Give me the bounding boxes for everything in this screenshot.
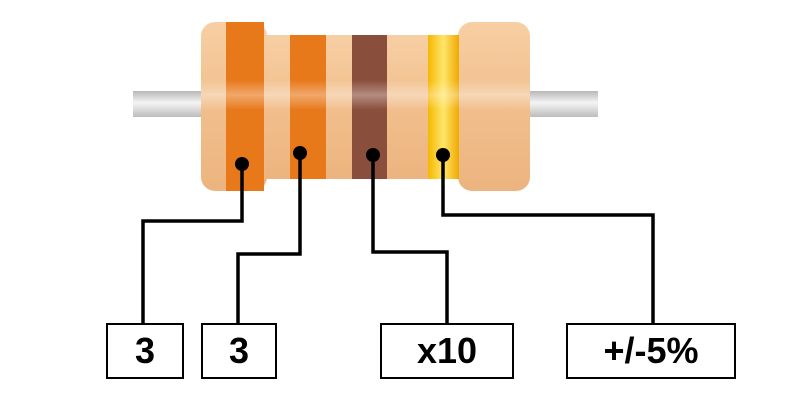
band-1-dot bbox=[235, 157, 249, 171]
band-1-value-label: 3 bbox=[106, 323, 184, 379]
connector-band-4 bbox=[441, 155, 655, 324]
body-highlight bbox=[201, 80, 530, 110]
band-2-dot bbox=[293, 146, 307, 160]
right-lead bbox=[525, 91, 598, 117]
band-4-tolerance-label: +/-5% bbox=[566, 323, 736, 379]
band-4-dot bbox=[436, 148, 450, 162]
band-3-dot bbox=[366, 148, 380, 162]
connector-band-2 bbox=[236, 153, 302, 324]
band-2-value-label: 3 bbox=[201, 323, 277, 379]
connector-band-1 bbox=[141, 164, 244, 324]
left-lead bbox=[133, 91, 213, 117]
band-3-multiplier-label: x10 bbox=[380, 323, 514, 379]
connector-band-3 bbox=[371, 155, 449, 324]
